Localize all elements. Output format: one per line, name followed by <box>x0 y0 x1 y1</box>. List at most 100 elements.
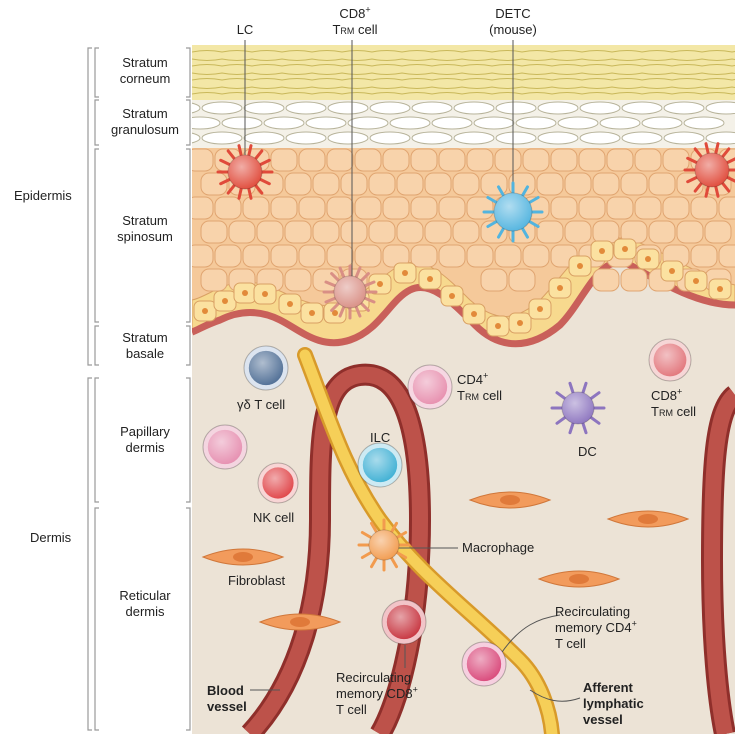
cell-highlight <box>695 153 729 187</box>
granular-cell <box>390 117 430 129</box>
keratinocyte <box>411 149 437 171</box>
keratinocyte <box>691 197 717 219</box>
fibroblast-nucleus <box>638 514 658 524</box>
cd8-trm-cell-icon-right <box>649 339 691 381</box>
keratinocyte <box>495 149 521 171</box>
keratinocyte <box>439 245 465 267</box>
granular-cell <box>664 102 704 114</box>
label-reticular-dermis: Reticular dermis <box>105 588 185 620</box>
keratinocyte <box>607 197 633 219</box>
keratinocyte <box>719 197 735 219</box>
keratinocyte <box>425 221 451 243</box>
cd4-trm-cell-icon <box>408 365 452 409</box>
keratinocyte <box>187 197 213 219</box>
basal-nucleus <box>599 248 605 254</box>
keratinocyte <box>593 269 619 291</box>
recirc-cd4-cell-icon <box>462 642 506 686</box>
granular-cell <box>202 102 242 114</box>
cell-highlight <box>467 647 501 681</box>
keratinocyte <box>299 197 325 219</box>
granular-cell <box>454 102 494 114</box>
basal-nucleus <box>202 308 208 314</box>
label-recirc-cd8: Recirculating memory CD8+ T cell <box>336 670 418 718</box>
keratinocyte <box>369 221 395 243</box>
keratinocyte <box>607 149 633 171</box>
granular-cell <box>244 102 284 114</box>
label-detc: DETC (mouse) <box>480 6 546 38</box>
granular-cell <box>454 132 494 144</box>
granular-cell <box>202 132 242 144</box>
granular-cell <box>706 102 735 114</box>
fibroblast-nucleus <box>233 552 253 562</box>
keratinocyte <box>341 221 367 243</box>
basal-nucleus <box>577 263 583 269</box>
layer-brackets <box>88 48 190 730</box>
keratinocyte <box>621 173 647 195</box>
basal-nucleus <box>427 276 433 282</box>
cell-highlight <box>262 467 293 498</box>
basal-nucleus <box>645 256 651 262</box>
granular-cell <box>286 132 326 144</box>
keratinocyte <box>271 149 297 171</box>
keratinocyte <box>635 149 661 171</box>
keratinocyte <box>369 173 395 195</box>
keratinocyte <box>649 221 675 243</box>
granular-cell <box>328 132 368 144</box>
keratinocyte <box>229 221 255 243</box>
granular-cell <box>600 117 640 129</box>
keratinocyte <box>439 149 465 171</box>
keratinocyte <box>187 149 213 171</box>
keratinocyte <box>257 221 283 243</box>
label-lc: LC <box>225 22 265 38</box>
keratinocyte <box>187 245 213 267</box>
keratinocyte <box>593 173 619 195</box>
label-afferent-lymphatic-vessel: Afferent lymphatic vessel <box>583 680 644 728</box>
granulosum-cells <box>160 102 735 144</box>
keratinocyte <box>355 149 381 171</box>
keratinocyte <box>355 245 381 267</box>
label-stratum-spinosum: Stratum spinosum <box>105 213 185 245</box>
cell-highlight <box>494 193 532 231</box>
label-stratum-granulosum: Stratum granulosum <box>102 106 188 138</box>
keratinocyte <box>481 269 507 291</box>
fibroblast-nucleus <box>290 617 310 627</box>
label-blood-vessel: Blood vessel <box>207 683 247 715</box>
basal-nucleus <box>622 246 628 252</box>
keratinocyte <box>271 197 297 219</box>
keratinocyte <box>621 269 647 291</box>
keratinocyte <box>285 221 311 243</box>
keratinocyte <box>285 173 311 195</box>
cell-highlight <box>228 155 262 189</box>
keratinocyte <box>383 197 409 219</box>
keratinocyte <box>201 221 227 243</box>
keratinocyte <box>383 149 409 171</box>
basal-nucleus <box>471 311 477 317</box>
granular-cell <box>580 102 620 114</box>
granular-cell <box>580 132 620 144</box>
basal-nucleus <box>693 278 699 284</box>
keratinocyte <box>299 245 325 267</box>
granular-cell <box>622 132 662 144</box>
cd8-trm-cell-icon <box>324 266 376 318</box>
keratinocyte <box>355 197 381 219</box>
cell-highlight <box>363 448 397 482</box>
label-stratum-basale: Stratum basale <box>105 330 185 362</box>
keratinocyte <box>467 245 493 267</box>
keratinocyte <box>523 245 549 267</box>
keratinocyte <box>453 173 479 195</box>
keratinocyte <box>579 149 605 171</box>
keratinocyte <box>565 221 591 243</box>
granular-cell <box>370 132 410 144</box>
cell-highlight <box>562 392 594 424</box>
label-epidermis: Epidermis <box>14 188 72 204</box>
granular-cell <box>558 117 598 129</box>
basal-nucleus <box>537 306 543 312</box>
label-cd4-trm: CD4+ TRM cell <box>457 372 502 405</box>
dermal-lymphocyte-icon <box>203 425 247 469</box>
keratinocyte <box>579 197 605 219</box>
label-recirc-cd4: Recirculating memory CD4+ T cell <box>555 604 637 652</box>
keratinocyte <box>481 173 507 195</box>
keratinocyte <box>537 221 563 243</box>
keratinocyte <box>411 245 437 267</box>
granular-cell <box>286 102 326 114</box>
